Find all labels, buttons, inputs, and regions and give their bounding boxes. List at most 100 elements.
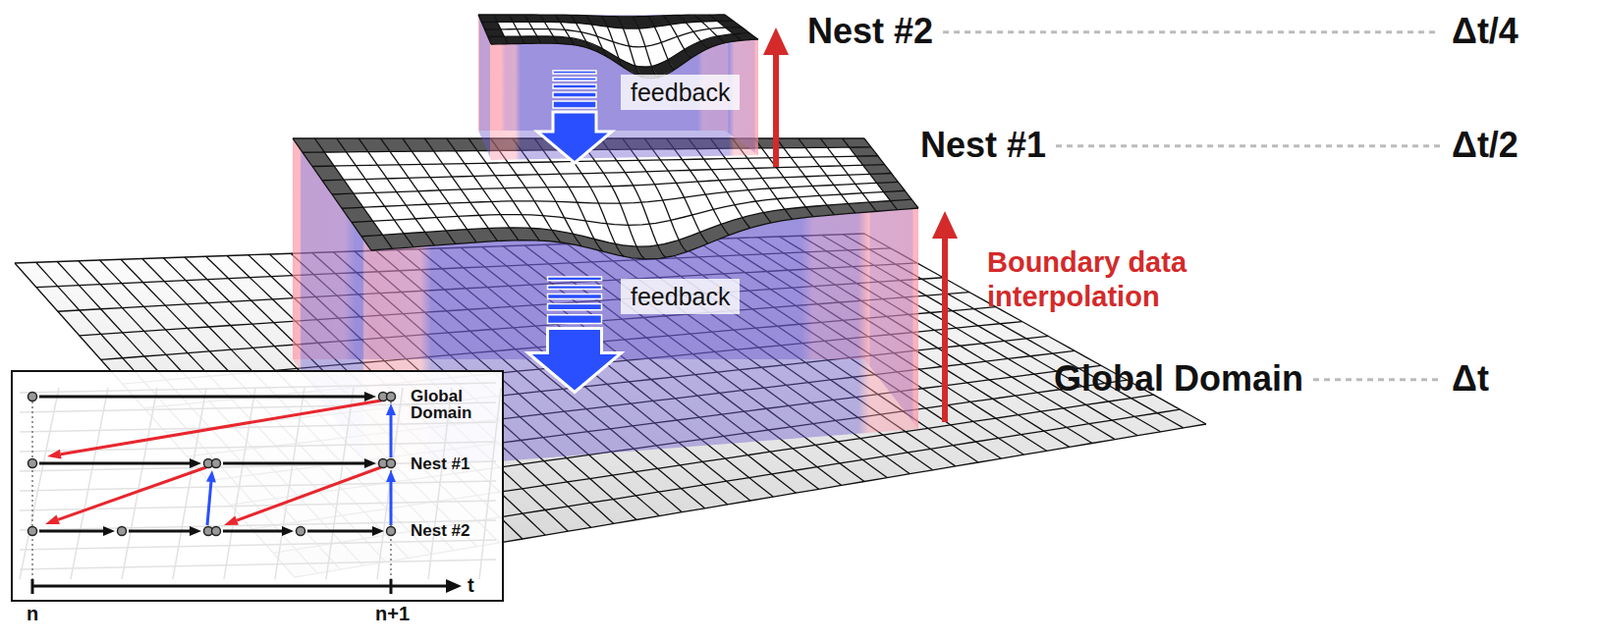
time-step: Δt/4 bbox=[1451, 11, 1519, 52]
dashed-leader bbox=[1055, 144, 1440, 148]
level-name: Global Domain bbox=[1053, 359, 1304, 399]
inset-grid bbox=[19, 540, 497, 551]
timeline-inset bbox=[11, 371, 503, 602]
time-point bbox=[212, 459, 221, 469]
step-arrow-head bbox=[364, 458, 377, 469]
grid-line bbox=[331, 173, 892, 196]
axis-label: t bbox=[467, 574, 475, 597]
step-arrow bbox=[39, 462, 190, 466]
grid-line bbox=[361, 199, 912, 247]
interpolation-step bbox=[236, 467, 382, 521]
interpolation-arrow-head bbox=[932, 211, 958, 239]
time-point bbox=[296, 527, 306, 537]
dashed-leader bbox=[1313, 378, 1440, 382]
feedback-label: feedback bbox=[630, 77, 730, 108]
time-point bbox=[28, 459, 38, 469]
annotation: Boundary data interpolation bbox=[987, 245, 1282, 315]
time-step: Δt bbox=[1451, 359, 1490, 399]
step-arrow-head bbox=[103, 526, 115, 537]
inset-grid bbox=[121, 387, 158, 580]
interpolation-step bbox=[60, 400, 382, 455]
grid-border-cell bbox=[849, 147, 879, 157]
time-point bbox=[212, 527, 221, 537]
interpolation-arrow-head bbox=[763, 27, 789, 56]
step-arrow-head bbox=[364, 391, 377, 402]
tick-label: n bbox=[26, 603, 39, 625]
step-arrow bbox=[222, 530, 282, 534]
interpolation-arrow bbox=[772, 55, 779, 167]
grid-border-cell bbox=[870, 173, 899, 184]
feedback-bar bbox=[552, 77, 597, 81]
feedback-bar bbox=[552, 92, 597, 98]
time-axis-head bbox=[445, 579, 462, 594]
feedback-head bbox=[528, 329, 622, 393]
time-point bbox=[386, 527, 396, 537]
inset-level: Nest #2 bbox=[410, 522, 470, 540]
grid-surface bbox=[478, 14, 759, 79]
feedback-arrow bbox=[528, 276, 622, 393]
inset-grid bbox=[19, 481, 497, 492]
grid-line bbox=[322, 165, 885, 181]
time-point bbox=[117, 527, 127, 537]
feedback-step-head bbox=[206, 470, 217, 483]
inset-grid bbox=[377, 387, 403, 580]
time-guide bbox=[32, 396, 34, 587]
grid-line bbox=[478, 14, 725, 17]
time-axis bbox=[32, 585, 446, 589]
inset-grid bbox=[70, 387, 109, 580]
grid-line bbox=[341, 181, 898, 209]
feedback-bar bbox=[548, 304, 603, 311]
step-arrow-head bbox=[189, 458, 202, 469]
dashed-leader bbox=[942, 30, 1440, 34]
step-arrow bbox=[128, 530, 190, 534]
interpolation-step-head bbox=[45, 515, 60, 525]
level-name: Nest #1 bbox=[920, 125, 1047, 166]
feedback-arrow bbox=[537, 70, 612, 164]
step-arrow-head bbox=[372, 526, 385, 537]
inset-grid bbox=[223, 387, 256, 580]
step-arrow-head bbox=[189, 526, 202, 537]
feedback-tag: feedback bbox=[620, 74, 740, 111]
feedback-step bbox=[389, 482, 393, 526]
tick-label: n+1 bbox=[375, 603, 410, 625]
feedback-step bbox=[389, 415, 393, 458]
interpolation-arrow bbox=[941, 238, 948, 423]
grid-border-cell bbox=[856, 156, 885, 166]
feedback-step-head bbox=[386, 403, 396, 416]
grid-border-cell bbox=[863, 165, 892, 175]
feedback-bar bbox=[548, 276, 603, 281]
level-name: Nest #2 bbox=[807, 11, 934, 52]
step-arrow-head bbox=[281, 526, 294, 537]
feedback-label: feedback bbox=[630, 281, 730, 312]
step-arrow bbox=[39, 530, 104, 534]
inset-grid bbox=[172, 387, 207, 580]
grid-line bbox=[371, 208, 919, 260]
time-point bbox=[28, 392, 38, 402]
time-point bbox=[386, 392, 396, 402]
grid-line bbox=[491, 39, 759, 79]
feedback-bar bbox=[548, 285, 603, 290]
feedback-step-head bbox=[386, 470, 396, 483]
feedback-tag: feedback bbox=[620, 278, 740, 315]
grid-line bbox=[481, 20, 733, 29]
interpolation-step-head bbox=[47, 449, 62, 460]
grid-line bbox=[488, 33, 751, 68]
inset-level: Nest #1 bbox=[410, 455, 470, 473]
time-step: Δt/2 bbox=[1451, 125, 1519, 166]
inset-grid bbox=[19, 559, 497, 570]
inset-grid bbox=[19, 387, 59, 580]
inset-frame bbox=[11, 371, 503, 602]
feedback-bar bbox=[552, 70, 597, 74]
step-arrow bbox=[307, 530, 373, 534]
interpolation-step bbox=[57, 467, 207, 520]
nest2-grid bbox=[478, 14, 759, 79]
feedback-bar bbox=[552, 101, 597, 109]
feedback-bar bbox=[548, 294, 603, 300]
inset-grid bbox=[479, 387, 501, 580]
grid-border-cell bbox=[842, 138, 872, 148]
nest2-box bbox=[478, 14, 759, 161]
time-point bbox=[28, 527, 38, 537]
feedback-step bbox=[207, 482, 212, 526]
interpolation-step-head bbox=[223, 515, 239, 526]
